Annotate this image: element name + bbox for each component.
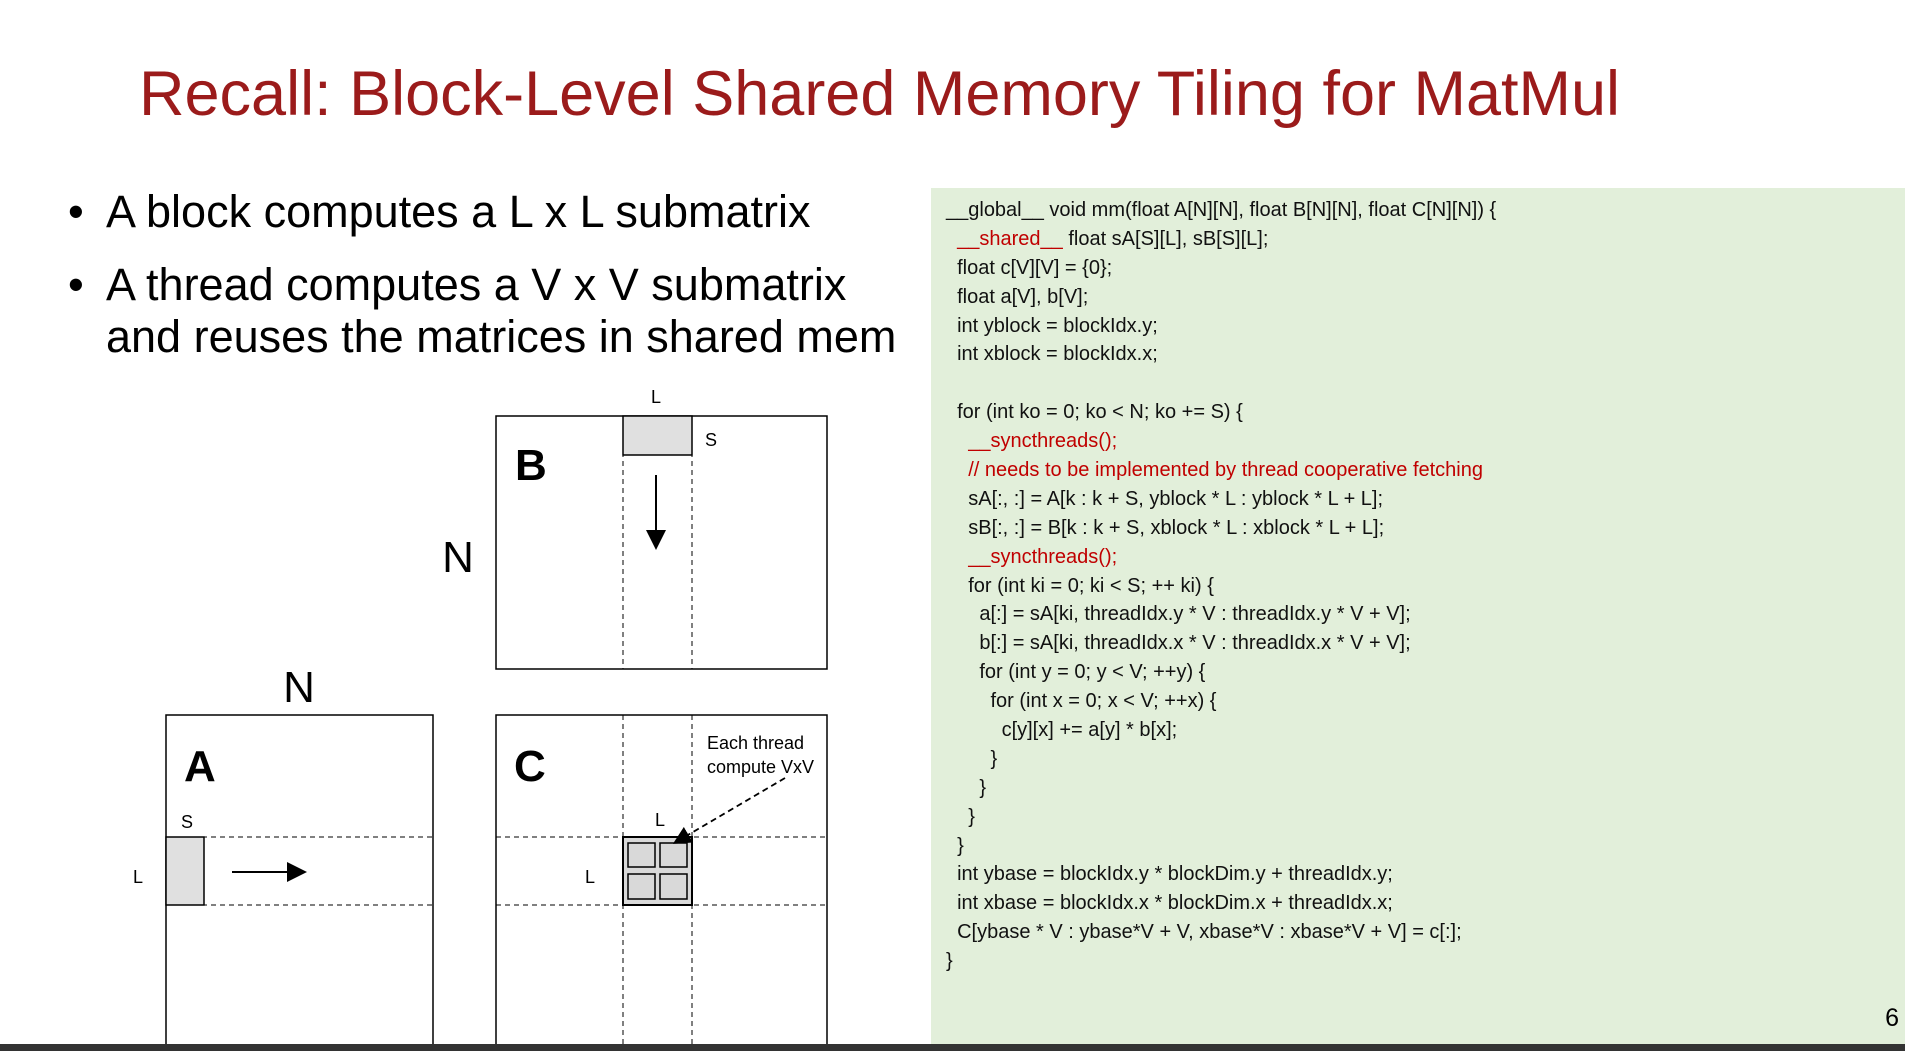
code-line: int ybase = blockIdx.y * blockDim.y + th… — [946, 863, 1393, 886]
matrix-c: C L L Each thread compute VxV — [495, 714, 828, 1051]
slide-title: Recall: Block-Level Shared Memory Tiling… — [139, 59, 1621, 129]
code-line: } — [946, 834, 964, 857]
b-n-label: N — [442, 533, 474, 582]
matrix-b-label: B — [515, 441, 547, 490]
code-line: b[:] = sA[ki, threadIdx.x * V : threadId… — [946, 632, 1411, 655]
code-line: a[:] = sA[ki, threadIdx.y * V : threadId… — [946, 603, 1411, 626]
code-line: } — [946, 805, 975, 828]
a-n-label: N — [283, 663, 315, 712]
b-tile-width-label: L — [651, 387, 661, 407]
matrix-a: A N S L — [133, 663, 434, 1051]
thread-subtile — [627, 842, 656, 868]
annotation-arrow-icon — [672, 777, 786, 844]
bullet-icon: • — [68, 186, 84, 237]
thread-subtile — [659, 873, 688, 900]
code-line: for (int ki = 0; ki < S; ++ ki) { — [946, 574, 1214, 597]
code-line: for (int y = 0; y < V; ++y) { — [946, 661, 1206, 684]
code-line: } — [946, 950, 953, 973]
code-line: float c[V][V] = {0}; — [946, 256, 1113, 279]
code-line — [946, 369, 1496, 398]
matrix-b-shared-tile — [622, 415, 693, 456]
bottom-bar — [0, 1044, 1905, 1051]
bullet-text: A block computes a L x L submatrix — [106, 186, 811, 237]
code-line: c[y][x] += a[y] * b[x]; — [946, 719, 1178, 742]
code-line: for (int x = 0; x < V; ++x) { — [946, 690, 1217, 713]
code-line: for (int ko = 0; ko < N; ko += S) { — [946, 401, 1243, 424]
code-line: __syncthreads(); — [946, 545, 1118, 568]
code-line: __syncthreads(); — [946, 430, 1118, 453]
code-line: } — [946, 747, 998, 770]
bullet-text: A thread computes a V x V submatrix and … — [106, 259, 897, 362]
code-line: __shared__ float sA[S][L], sB[S][L]; — [946, 225, 1496, 254]
bullet-item: • A block computes a L x L submatrix — [68, 186, 908, 238]
code-line: sA[:, :] = A[k : k + S, yblock * L : ybl… — [946, 487, 1384, 510]
code-listing: __global__ void mm(float A[N][N], float … — [946, 196, 1496, 976]
annotation-text-line1: Each thread — [707, 733, 804, 753]
c-tile-width-label: L — [655, 810, 665, 830]
bullet-list: • A block computes a L x L submatrix • A… — [68, 186, 908, 384]
code-line: __global__ void mm(float A[N][N], float … — [946, 199, 1497, 221]
code-line: float a[V], b[V]; — [946, 285, 1089, 308]
page-number: 6 — [1885, 1004, 1899, 1032]
code-line: // needs to be implemented by thread coo… — [946, 459, 1483, 482]
code-line: int xbase = blockIdx.x * blockDim.x + th… — [946, 892, 1393, 915]
code-line: C[ybase * V : ybase*V + V, xbase*V : xba… — [946, 921, 1462, 944]
matrix-c-label: C — [514, 742, 546, 791]
code-panel — [931, 188, 1905, 1051]
bullet-item: • A thread computes a V x V submatrix an… — [68, 259, 908, 363]
code-line: sB[:, :] = B[k : k + S, xblock * L : xbl… — [946, 516, 1385, 539]
matrix-a-shared-tile — [165, 836, 205, 906]
thread-subtile — [659, 842, 688, 868]
thread-subtile — [627, 873, 656, 900]
code-line: int xblock = blockIdx.x; — [946, 343, 1158, 366]
code-line: int yblock = blockIdx.y; — [946, 314, 1158, 337]
c-tile-height-label: L — [585, 867, 595, 887]
code-keyword: __shared__ — [946, 227, 1063, 250]
matrix-b: B L S N — [442, 387, 828, 670]
matrix-a-frame — [165, 714, 434, 1051]
code-line: } — [946, 776, 987, 799]
b-tile-height-label: S — [705, 430, 717, 450]
code-text: float sA[S][L], sB[S][L]; — [1062, 227, 1269, 250]
annotation-text-line2: compute VxV — [707, 757, 814, 777]
a-tile-height-label: L — [133, 867, 143, 887]
matrix-a-label: A — [184, 742, 216, 791]
a-tile-width-label: S — [181, 812, 193, 832]
bullet-icon: • — [68, 259, 84, 310]
tiling-diagram: B L S N A N S L C L L Each thread comput… — [133, 387, 828, 1051]
